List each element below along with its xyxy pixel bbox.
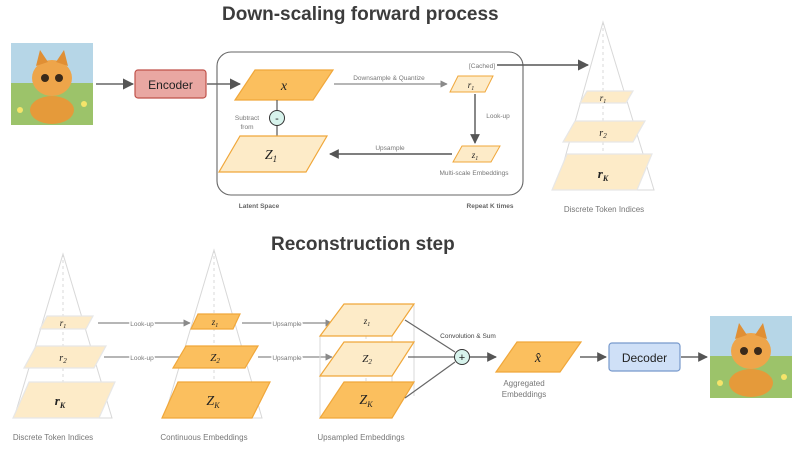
minus-sign: - bbox=[275, 113, 279, 125]
continuous-embeddings-pyramid: z1 Z2 ZK bbox=[161, 248, 271, 419]
convolution-sum-label: Convolution & Sum bbox=[440, 333, 496, 340]
z1-small: z1 bbox=[452, 145, 501, 163]
encoder-label: Encoder bbox=[148, 78, 193, 92]
svg-text:r2: r2 bbox=[59, 353, 67, 365]
svg-text:rK: rK bbox=[55, 393, 66, 410]
svg-text:z1: z1 bbox=[211, 317, 219, 329]
x-latent: x bbox=[233, 69, 335, 101]
subtract-operator: - bbox=[269, 110, 285, 126]
from-text: from bbox=[241, 124, 254, 131]
decoder-label: Decoder bbox=[622, 351, 667, 365]
svg-text:r1: r1 bbox=[468, 80, 475, 92]
downsample-quantize-label: Downsample & Quantize bbox=[353, 75, 425, 82]
svg-text:Z2: Z2 bbox=[362, 353, 372, 366]
multiscale-label: Multi-scale Embeddings bbox=[439, 170, 509, 177]
upsample-label: Upsample bbox=[375, 145, 405, 152]
cat-image-input bbox=[11, 43, 93, 125]
token-pyramid-forward: r1 r2 rK bbox=[551, 20, 655, 191]
subtract-text: Subtract bbox=[235, 115, 259, 122]
upsampled-embeddings-caption: Upsampled Embeddings bbox=[317, 433, 404, 442]
svg-text:rK: rK bbox=[598, 166, 609, 183]
cat-image-output bbox=[710, 316, 792, 398]
z1-latent: Z1 bbox=[217, 135, 329, 173]
latent-space-label: Latent Space bbox=[239, 203, 280, 210]
upsampled-embeddings-stack: z1 Z2 ZK bbox=[318, 303, 416, 419]
lookup-label-1: Look-up bbox=[130, 321, 154, 328]
reconstruction-pyramid1-caption: Discrete Token Indices bbox=[13, 433, 93, 442]
upsample-label-2: Upsample bbox=[272, 355, 302, 362]
plus-sign: + bbox=[459, 352, 465, 364]
svg-text:Z2: Z2 bbox=[210, 352, 220, 365]
latent-space-box bbox=[216, 51, 524, 196]
forward-title: Down-scaling forward process bbox=[222, 4, 499, 25]
continuous-embeddings-caption: Continuous Embeddings bbox=[160, 433, 247, 442]
svg-text:Z1: Z1 bbox=[265, 148, 277, 164]
repeat-k-label: Repeat K times bbox=[467, 203, 514, 210]
aggregated-line1: Aggregated bbox=[503, 379, 544, 388]
sum-operator: + bbox=[454, 349, 470, 365]
svg-text:z1: z1 bbox=[471, 150, 479, 162]
svg-text:r1: r1 bbox=[600, 93, 607, 105]
lookup-label: Look-up bbox=[486, 113, 510, 120]
cached-label: [Cached] bbox=[469, 63, 495, 70]
x-label: x bbox=[280, 79, 288, 94]
svg-text:ZK: ZK bbox=[359, 393, 373, 409]
aggregated-line2: Embeddings bbox=[502, 390, 546, 399]
lookup-label-2: Look-up bbox=[130, 355, 154, 362]
encoder-box: Encoder bbox=[134, 69, 207, 99]
svg-text:r2: r2 bbox=[599, 128, 607, 140]
svg-text:r1: r1 bbox=[60, 318, 67, 330]
svg-text:ZK: ZK bbox=[206, 394, 220, 410]
upsample-label-1: Upsample bbox=[272, 321, 302, 328]
svg-text:z1: z1 bbox=[363, 316, 371, 328]
decoder-box: Decoder bbox=[608, 342, 681, 372]
forward-pyramid-caption: Discrete Token Indices bbox=[564, 205, 644, 214]
r1-small: r1 bbox=[449, 75, 494, 93]
x-hat-label: x̂ bbox=[534, 351, 542, 366]
reconstruction-title: Reconstruction step bbox=[271, 234, 455, 255]
token-pyramid-reconstruction: r1 r2 rK bbox=[12, 252, 116, 419]
x-hat-latent: x̂ bbox=[494, 341, 583, 373]
